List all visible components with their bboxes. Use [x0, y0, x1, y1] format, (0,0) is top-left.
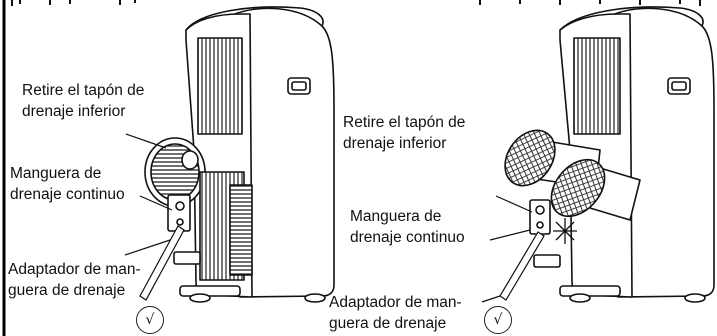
snowflake-icon — [553, 218, 577, 244]
left-leader-lines — [124, 133, 185, 301]
right-label-plug-line2: drenaje inferior — [343, 135, 447, 152]
right-label-hose-line1: Manguera de — [350, 208, 442, 225]
left-label-hose: Manguera de drenaje continuo — [10, 163, 125, 205]
right-label-adapter: Adaptador de man- guera de drenaje — [329, 292, 462, 334]
right-label-plug-line1: Retire el tapón de — [343, 114, 466, 131]
right-check-mark-icon: √ — [484, 306, 512, 334]
right-label-hose-line2: drenaje continuo — [350, 229, 465, 246]
left-label-adapter-line1: Adaptador de man- — [8, 261, 141, 278]
right-label-plug: Retire el tapón de drenaje inferior — [343, 112, 465, 154]
left-check-mark-icon: √ — [136, 306, 164, 334]
right-label-hose: Manguera de drenaje continuo — [350, 206, 465, 248]
right-leader-lines — [481, 195, 545, 303]
left-label-adapter-line2: guera de drenaje — [8, 282, 126, 299]
left-label-plug-line1: Retire el tapón de — [22, 82, 145, 99]
left-label-plug-line2: drenaje inferior — [22, 103, 126, 120]
left-ac-unit — [144, 6, 335, 303]
left-label-hose-line1: Manguera de — [10, 165, 102, 182]
left-label-plug: Retire el tapón de drenaje inferior — [22, 80, 144, 122]
left-label-hose-line2: drenaje continuo — [10, 186, 125, 203]
cropped-header-text — [11, 0, 701, 6]
right-ac-unit — [504, 6, 715, 303]
right-label-adapter-line1: Adaptador de man- — [329, 294, 462, 311]
right-label-adapter-line2: guera de drenaje — [329, 315, 447, 332]
left-label-adapter: Adaptador de man- guera de drenaje — [8, 259, 141, 301]
